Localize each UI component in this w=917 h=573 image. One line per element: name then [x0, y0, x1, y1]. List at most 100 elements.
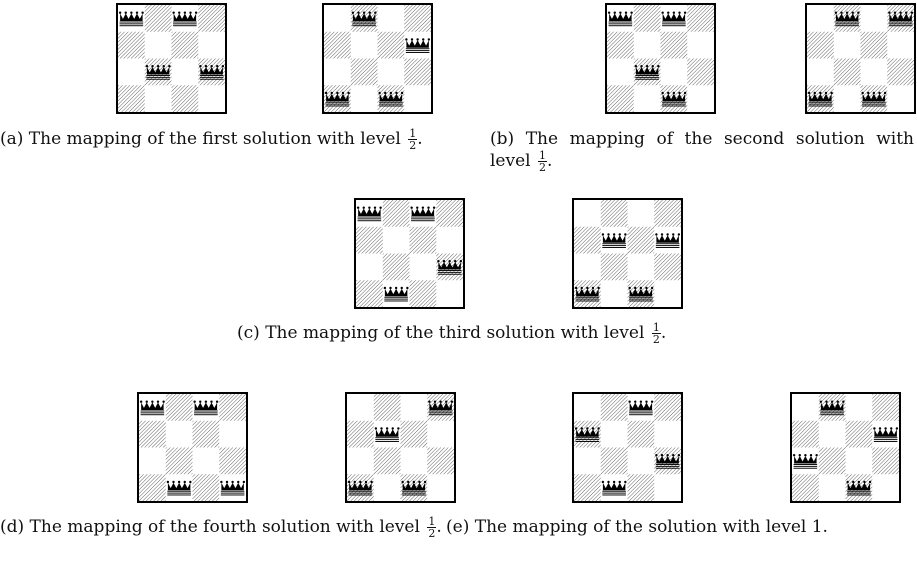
queen-icon — [661, 11, 687, 27]
dark-square — [627, 226, 655, 254]
dark-square — [872, 394, 899, 421]
caption-e: (e) The mapping of the solution with lev… — [446, 516, 916, 538]
dark-square — [347, 420, 374, 448]
dark-square — [654, 253, 681, 281]
chessboard-svg — [607, 5, 714, 112]
queen-icon — [401, 480, 427, 496]
dark-square — [409, 226, 437, 254]
board-d-left — [137, 392, 248, 503]
dark-square — [171, 85, 199, 112]
dark-square — [171, 31, 199, 59]
board-b-left — [605, 3, 716, 114]
board-e-left — [572, 392, 683, 503]
dark-square — [607, 85, 634, 112]
queen-icon — [655, 233, 681, 248]
queen-icon — [199, 64, 225, 80]
dark-square — [350, 58, 378, 86]
queen-icon — [607, 11, 633, 27]
queen-icon — [166, 480, 192, 496]
dark-square — [574, 226, 601, 254]
queen-icon — [356, 206, 382, 222]
dark-square — [833, 58, 861, 86]
dark-square — [427, 447, 454, 475]
dark-square — [600, 200, 628, 227]
dark-square — [818, 447, 846, 475]
dark-square — [807, 31, 834, 59]
chessboard-svg — [324, 5, 431, 112]
dark-square — [607, 31, 634, 59]
queen-icon — [888, 11, 914, 27]
dark-square — [627, 474, 655, 501]
dark-square — [660, 31, 688, 59]
queen-icon — [628, 400, 654, 416]
queen-icon — [410, 206, 436, 222]
dark-square — [409, 280, 437, 307]
dark-square — [400, 420, 428, 448]
queen-icon — [807, 91, 833, 107]
dark-square — [887, 58, 914, 86]
caption-c-text: (c) The mapping of the third solution wi… — [237, 323, 645, 343]
dark-square — [356, 226, 383, 254]
queen-icon — [437, 259, 463, 275]
dark-square — [139, 420, 166, 448]
chessboard-svg — [574, 200, 681, 307]
board-c-right — [572, 198, 683, 309]
queen-icon — [834, 11, 860, 27]
queen-icon — [193, 400, 219, 416]
dark-square — [118, 31, 145, 59]
dark-square — [600, 253, 628, 281]
chessboard-svg — [574, 394, 681, 501]
dark-square — [654, 394, 681, 421]
dark-square — [144, 5, 172, 32]
dark-square — [627, 420, 655, 448]
dark-square — [404, 58, 431, 86]
dark-square — [687, 5, 714, 32]
board-a-right — [322, 3, 433, 114]
dark-square — [219, 447, 246, 475]
queen-icon — [383, 286, 409, 302]
board-e-right — [790, 392, 901, 503]
queen-icon — [601, 233, 627, 248]
queen-icon — [873, 427, 899, 442]
queen-icon — [347, 480, 373, 496]
caption-d-text: (d) The mapping of the fourth solution w… — [0, 517, 420, 537]
queen-icon — [172, 11, 198, 27]
queen-icon — [145, 64, 171, 80]
dark-square — [860, 31, 888, 59]
chessboard-svg — [356, 200, 463, 307]
chessboard-svg — [347, 394, 454, 501]
dark-square — [198, 5, 225, 32]
queen-icon — [861, 91, 887, 107]
queen-icon — [428, 400, 454, 416]
dark-square — [436, 200, 463, 227]
dark-square — [373, 447, 401, 475]
queen-icon — [351, 11, 377, 27]
dark-square — [792, 474, 819, 501]
queen-icon — [220, 480, 246, 496]
board-b-right — [805, 3, 916, 114]
dark-square — [219, 394, 246, 421]
dark-square — [118, 85, 145, 112]
dark-square — [192, 420, 220, 448]
dark-square — [574, 474, 601, 501]
dark-square — [139, 474, 166, 501]
queen-icon — [634, 64, 660, 80]
caption-c: (c) The mapping of the third solution wi… — [237, 321, 667, 346]
dark-square — [192, 474, 220, 501]
dark-square — [165, 394, 193, 421]
dark-square — [356, 280, 383, 307]
queen-icon — [405, 38, 431, 53]
dark-square — [377, 31, 405, 59]
dark-square — [792, 420, 819, 448]
queen-icon — [819, 400, 845, 416]
dark-square — [382, 200, 410, 227]
dark-square — [165, 447, 193, 475]
dark-square — [687, 58, 714, 86]
dark-square — [654, 200, 681, 227]
queen-icon — [118, 11, 144, 27]
dark-square — [600, 447, 628, 475]
chessboard-svg — [807, 5, 914, 112]
dark-square — [633, 5, 661, 32]
